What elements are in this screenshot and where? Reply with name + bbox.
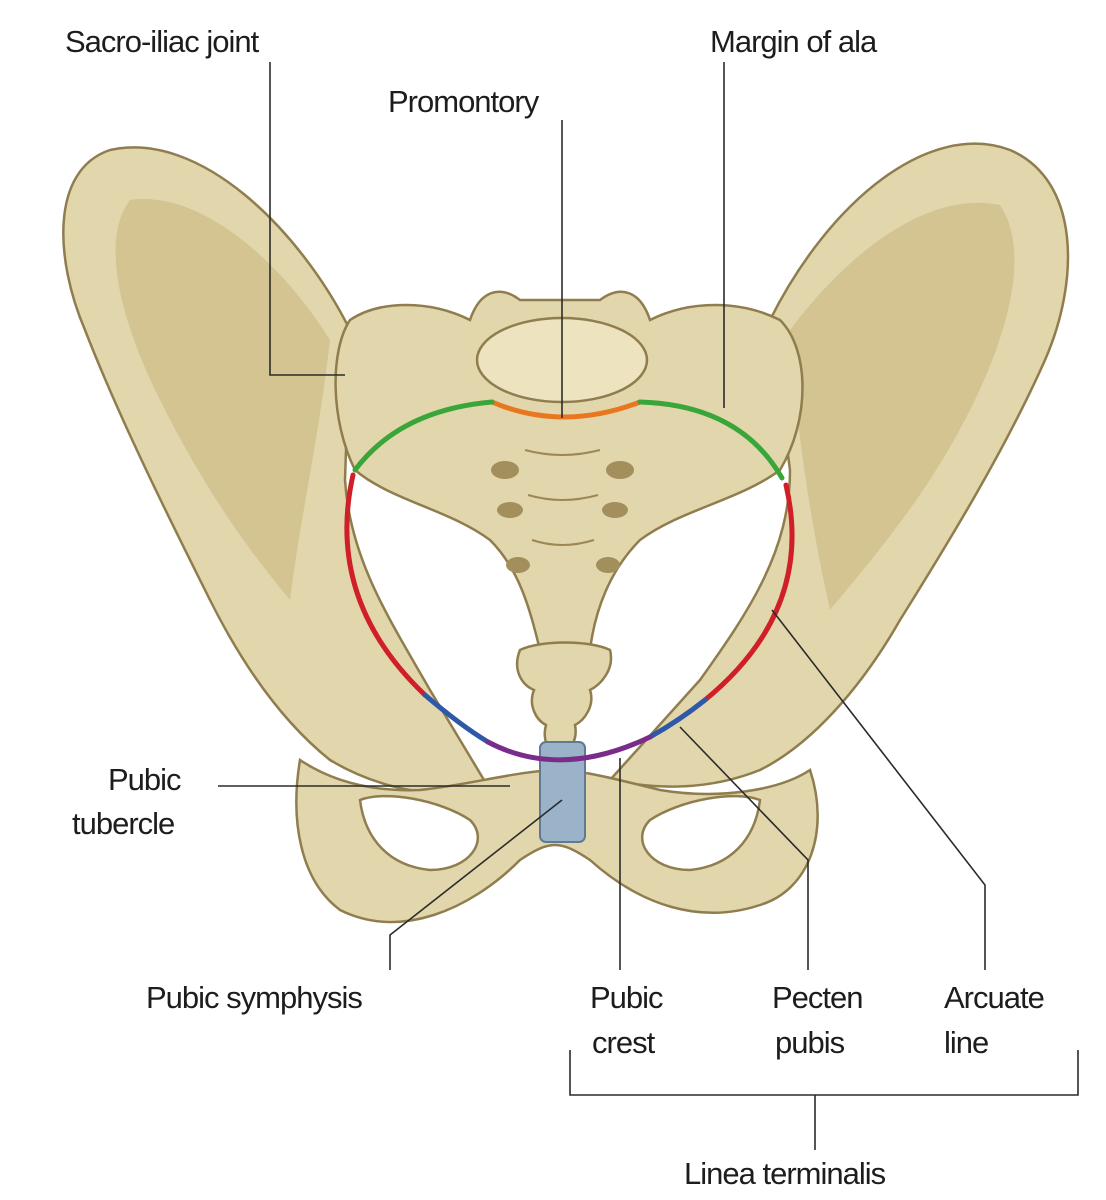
linea-terminalis-bracket <box>569 1050 1079 1150</box>
margin-of-ala-line-right <box>637 399 785 481</box>
pecten-pubis-line-right <box>647 697 708 740</box>
label-pubic-crest-line2: crest <box>592 1025 656 1060</box>
label-arcuate-line-line2: line <box>944 1025 988 1060</box>
right-ilium-fossa <box>790 202 1015 611</box>
pelvis-illustration <box>62 142 1070 924</box>
leader-lines <box>218 62 1079 1150</box>
label-linea-terminalis: Linea terminalis <box>684 1156 886 1191</box>
label-pubic-crest-line1: Pubic <box>590 980 663 1015</box>
label-pecten-pubis-line1: Pecten <box>772 980 863 1015</box>
label-pecten-pubis-line2: pubis <box>775 1025 845 1060</box>
leader-sacroiliac <box>269 62 345 376</box>
label-promontory: Promontory <box>388 84 540 119</box>
right-obturator-foramen <box>640 794 762 872</box>
sacral-foramina <box>491 461 634 573</box>
label-pubic-tubercle-line1: Pubic <box>108 762 181 797</box>
leader-pecten-pubis <box>679 726 809 970</box>
promontory-line <box>489 399 643 420</box>
left-obturator-foramen <box>358 794 480 872</box>
arcuate-line-left <box>344 472 428 698</box>
label-pubic-symphysis: Pubic symphysis <box>146 980 362 1015</box>
sacrum <box>334 290 804 652</box>
coccyx <box>515 641 613 757</box>
sacral-ridges <box>524 449 601 546</box>
label-margin-of-ala: Margin of ala <box>710 24 878 59</box>
label-pubic-tubercle-line2: tubercle <box>72 806 174 841</box>
leader-pubic-symphysis <box>389 799 563 970</box>
labels: Sacro-iliac joint Margin of ala Promonto… <box>65 24 1045 1191</box>
margin-of-ala-line-left <box>352 399 495 473</box>
pubic-crest-line <box>485 734 653 763</box>
leader-arcuate-line <box>771 609 986 970</box>
pubic-symphysis <box>539 741 586 843</box>
pecten-pubis-line-left <box>422 692 491 745</box>
arcuate-line-right <box>702 482 795 703</box>
pelvic-brim <box>344 399 795 763</box>
left-ilium-fossa <box>115 199 330 600</box>
label-arcuate-line-line1: Arcuate <box>944 980 1044 1015</box>
label-sacroiliac-joint: Sacro-iliac joint <box>65 24 260 59</box>
